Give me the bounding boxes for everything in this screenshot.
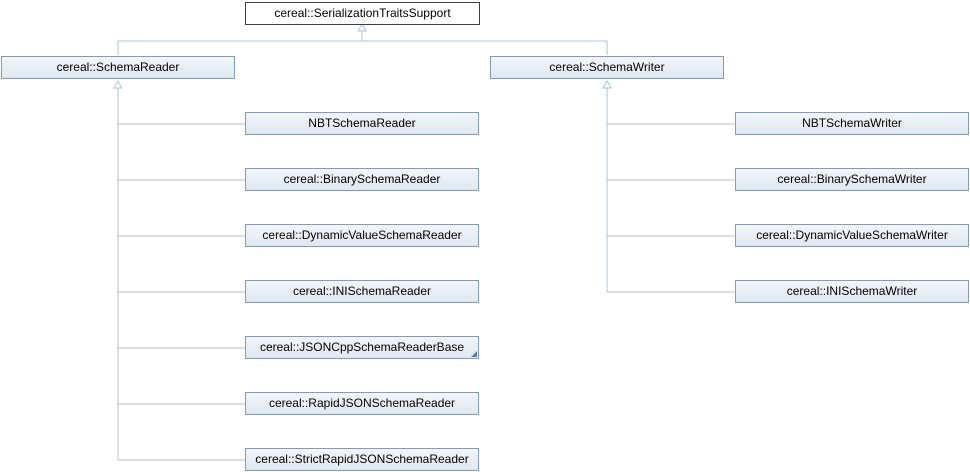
class-node-dynamic-value-schema-writer[interactable]: cereal::DynamicValueSchemaWriter <box>735 224 969 247</box>
class-node-schema-writer[interactable]: cereal::SchemaWriter <box>490 56 724 79</box>
class-node-schema-reader[interactable]: cereal::SchemaReader <box>1 56 235 79</box>
arrow-writer <box>602 79 612 89</box>
class-node-binary-schema-writer[interactable]: cereal::BinarySchemaWriter <box>735 168 969 191</box>
class-node-binary-schema-reader[interactable]: cereal::BinarySchemaReader <box>245 168 479 191</box>
class-node-ini-schema-reader[interactable]: cereal::INISchemaReader <box>245 280 479 303</box>
class-node-strict-rapidjson-schema-reader[interactable]: cereal::StrictRapidJSONSchemaReader <box>245 448 479 471</box>
class-node-nbt-schema-reader[interactable]: NBTSchemaReader <box>245 112 479 135</box>
has-subclasses-corner-icon <box>471 351 477 357</box>
arrow-reader <box>113 79 123 89</box>
class-node-ini-schema-writer[interactable]: cereal::INISchemaWriter <box>735 280 969 303</box>
class-node-label: cereal::JSONCppSchemaReaderBase <box>259 340 465 354</box>
arrow-root <box>357 22 367 32</box>
class-node-dynamic-value-schema-reader[interactable]: cereal::DynamicValueSchemaReader <box>245 224 479 247</box>
edge-root <box>117 29 608 55</box>
class-node-jsoncpp-schema-reader-base[interactable]: cereal::JSONCppSchemaReaderBase <box>245 336 479 359</box>
class-node-nbt-schema-writer[interactable]: NBTSchemaWriter <box>735 112 969 135</box>
class-node-serialization-traits-support[interactable]: cereal::SerializationTraitsSupport <box>245 2 480 25</box>
class-node-rapidjson-schema-reader[interactable]: cereal::RapidJSONSchemaReader <box>245 392 479 415</box>
